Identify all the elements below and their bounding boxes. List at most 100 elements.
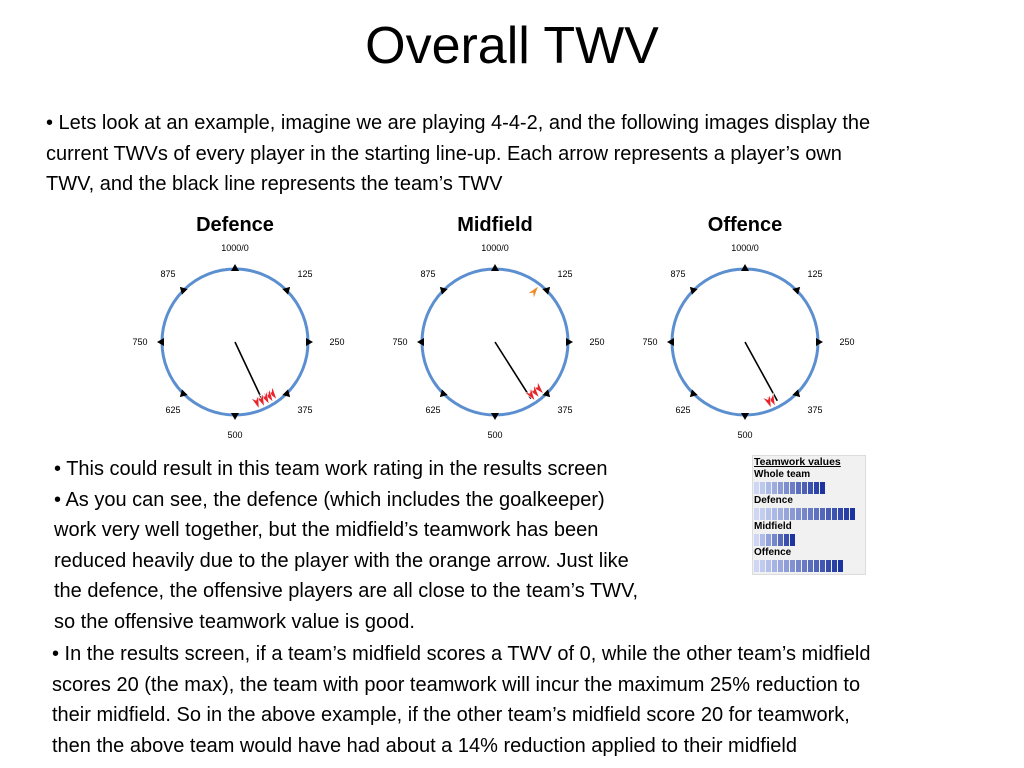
player-twv-arrow: [762, 394, 772, 409]
dial-tick-label: 125: [557, 269, 572, 279]
teamwork-bar-segment: [814, 508, 819, 520]
teamwork-bar-segment: [784, 560, 789, 572]
teamwork-bar-segment: [850, 508, 855, 520]
dial-tick-marker: [741, 413, 749, 420]
teamwork-bar-segment: [820, 508, 825, 520]
dial-tick-label: 250: [839, 337, 854, 347]
teamwork-bar-whole-team: [754, 482, 825, 494]
teamwork-bar-segment: [808, 482, 813, 494]
teamwork-bar-segment: [826, 560, 831, 572]
teamwork-bar-segment: [814, 482, 819, 494]
dial-tick-label: 750: [642, 337, 657, 347]
teamwork-bar-segment: [760, 534, 765, 546]
dial-tick-marker: [689, 389, 698, 398]
teamwork-bar-segment: [814, 560, 819, 572]
teamwork-bar-segment: [766, 534, 771, 546]
dial-tick-marker: [792, 389, 801, 398]
teamwork-bar-defence: [754, 508, 855, 520]
teamwork-bar-segment: [754, 508, 759, 520]
teamwork-bar-segment: [766, 508, 771, 520]
dial-tick-label: 1000/0: [481, 243, 509, 253]
teamwork-bar-midfield: [754, 534, 795, 546]
teamwork-bar-segment: [796, 508, 801, 520]
offence-dial-title: Offence: [707, 214, 783, 236]
teamwork-bar-segment: [772, 508, 777, 520]
explanation-line-3: work very well together, but the midfiel…: [54, 519, 599, 541]
teamwork-bar-segment: [844, 508, 849, 520]
dial-tick-label: 1000/0: [731, 243, 759, 253]
explanation-line-4: reduced heavily due to the player with t…: [54, 549, 629, 572]
dial-tick-marker: [231, 264, 239, 271]
dial-tick-marker: [157, 338, 164, 346]
dial-tick-label: 625: [675, 405, 690, 415]
teamwork-bar-segment: [778, 508, 783, 520]
dial-tick-label: 750: [132, 337, 147, 347]
dial-tick-marker: [439, 286, 448, 295]
dial-tick-marker: [439, 389, 448, 398]
teamwork-bar-segment: [832, 508, 837, 520]
team-twv-line: [744, 341, 778, 402]
teamwork-bar-segment: [802, 508, 807, 520]
intro-line-2: current TWVs of every player in the star…: [46, 142, 842, 165]
explanation-line-5: the defence, the offensive players are a…: [54, 580, 639, 602]
intro-line-1: • Lets look at an example, imagine we ar…: [46, 112, 871, 134]
dial-tick-marker: [231, 413, 239, 420]
explanation-line-1: • This could result in this team work ra…: [54, 458, 608, 480]
explanation-line-2: • As you can see, the defence (which inc…: [54, 488, 605, 511]
teamwork-label-defence: Defence: [754, 495, 793, 506]
team-twv-line: [234, 341, 265, 403]
teamwork-values-heading: Teamwork values: [754, 456, 841, 468]
teamwork-bar-segment: [796, 560, 801, 572]
defence-dial-title: Defence: [196, 214, 274, 236]
player-twv-arrow: [250, 395, 260, 410]
dial-tick-label: 375: [297, 405, 312, 415]
teamwork-bar-offence: [754, 560, 843, 572]
dial-tick-marker: [282, 286, 291, 295]
teamwork-bar-segment: [778, 560, 783, 572]
dial-tick-marker: [542, 389, 551, 398]
teamwork-bar-segment: [820, 482, 825, 494]
teamwork-label-midfield: Midfield: [754, 521, 792, 532]
teamwork-values-panel: Teamwork values Whole team Defence Midfi…: [752, 455, 866, 575]
dial-tick-label: 625: [165, 405, 180, 415]
teamwork-bar-segment: [778, 534, 783, 546]
teamwork-bar-segment: [790, 482, 795, 494]
dial-tick-label: 625: [425, 405, 440, 415]
dial-tick-marker: [491, 413, 499, 420]
results-paragraph: • In the results screen, if a team’s mid…: [52, 639, 1024, 761]
dial-tick-marker: [792, 286, 801, 295]
dial-tick-label: 750: [392, 337, 407, 347]
teamwork-bar-segment: [766, 560, 771, 572]
teamwork-bar-segment: [784, 508, 789, 520]
teamwork-bar-segment: [760, 508, 765, 520]
results-line-4: then the above team would have had about…: [52, 734, 797, 757]
teamwork-label-offence: Offence: [754, 547, 792, 558]
explanation-paragraph: • This could result in this team work ra…: [54, 454, 744, 637]
teamwork-bar-segment: [838, 560, 843, 572]
dial-tick-label: 875: [420, 269, 435, 279]
teamwork-bar-segment: [826, 508, 831, 520]
teamwork-bar-segment: [802, 482, 807, 494]
teamwork-bar-segment: [772, 482, 777, 494]
dial-tick-marker: [816, 338, 823, 346]
dial-tick-marker: [306, 338, 313, 346]
dial-tick-label: 500: [737, 430, 752, 440]
team-twv-line: [494, 341, 532, 399]
dial-tick-marker: [689, 286, 698, 295]
teamwork-bar-segment: [832, 560, 837, 572]
dial-tick-marker: [282, 389, 291, 398]
player-twv-arrow: [527, 285, 540, 299]
teamwork-bar-segment: [766, 482, 771, 494]
teamwork-bar-segment: [808, 560, 813, 572]
intro-paragraph: • Lets look at an example, imagine we ar…: [46, 108, 1021, 200]
dial-tick-label: 875: [670, 269, 685, 279]
dial-tick-label: 125: [297, 269, 312, 279]
teamwork-bar-segment: [790, 508, 795, 520]
dial-tick-marker: [491, 264, 499, 271]
dial-tick-marker: [566, 338, 573, 346]
teamwork-bar-segment: [772, 560, 777, 572]
results-line-2: scores 20 (the max), the team with poor …: [52, 673, 861, 696]
